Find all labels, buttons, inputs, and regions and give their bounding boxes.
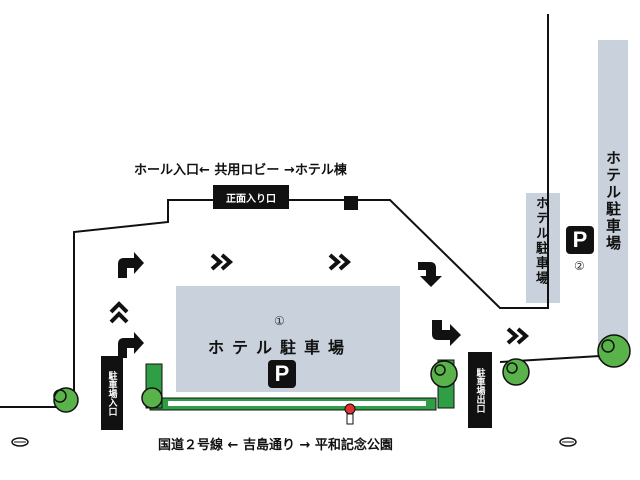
turn-down-arrow-icon [418, 262, 442, 287]
lot-3-name: ホテル駐車場 [604, 150, 622, 252]
lot-1-parking-badge: P [268, 360, 296, 388]
lot-1-number: ① [274, 314, 285, 328]
tree-icon [53, 387, 79, 413]
lot-1-name: ホテル駐車場 [208, 338, 353, 357]
building-marker-icon [344, 196, 358, 210]
lot-2-number: ② [574, 259, 585, 273]
parking-lot-3 [598, 40, 628, 360]
parking-lot-2-strip [526, 193, 560, 303]
turn-right-down-arrow-icon [432, 320, 461, 346]
bottom-road-text: 国道２号線 ← 吉島通り → 平和記念公園 [158, 438, 393, 453]
double-chevron-right-icon [506, 327, 530, 345]
exit-label: 駐車場出口 [468, 352, 492, 428]
hedge-inner [168, 401, 426, 406]
double-chevron-up-icon [109, 301, 129, 324]
tree-icon [597, 334, 631, 368]
tree-icon [141, 387, 163, 409]
double-chevron-right-icon [210, 253, 234, 271]
lot-2-name: ホテル駐車場 [533, 196, 548, 286]
manhole-icon [559, 437, 577, 447]
tree-icon [430, 360, 458, 388]
double-chevron-right-icon [328, 253, 352, 271]
lot-2-parking-badge: P [566, 226, 594, 254]
top-direction-text: ホール入口← 共用ロビー →ホテル棟 [134, 163, 347, 178]
entrance-label: 駐車場入口 [101, 356, 123, 430]
turn-right-arrow-icon [118, 252, 144, 278]
tree-icon [502, 358, 530, 386]
manhole-icon [11, 437, 29, 447]
turn-right-arrow-icon [118, 332, 144, 358]
person-marker-icon [344, 403, 356, 425]
main-entrance-label: 正面入り口 [213, 185, 289, 209]
